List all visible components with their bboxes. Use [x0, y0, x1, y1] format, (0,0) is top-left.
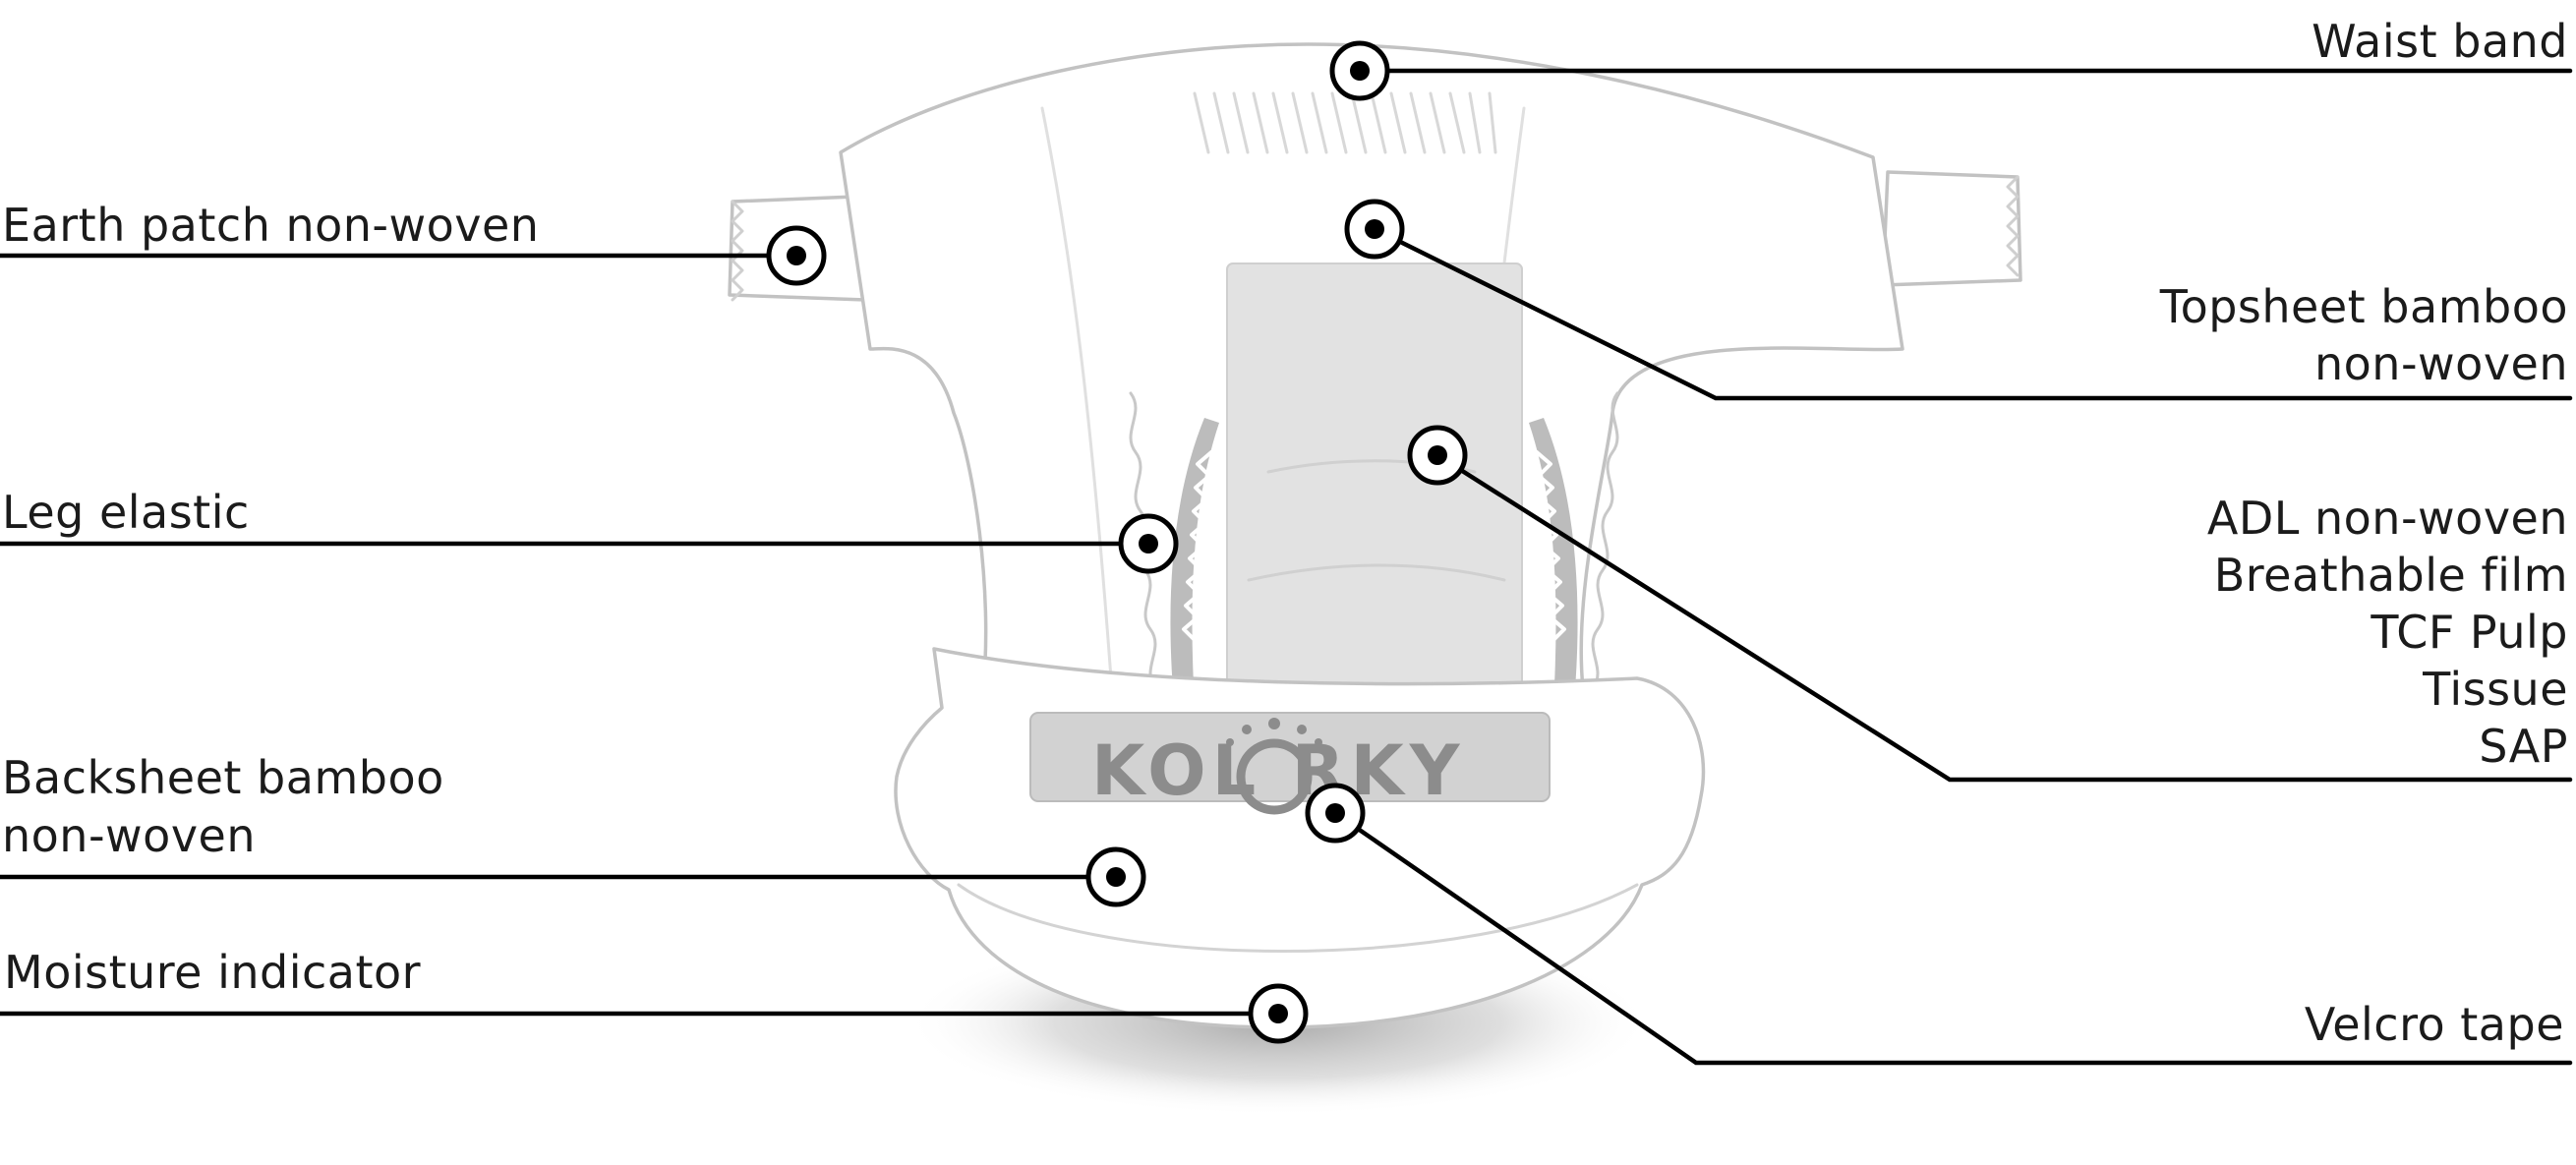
marker-topsheet [1344, 199, 1405, 260]
right-leg-cuff [1529, 418, 1578, 713]
leader-lines [0, 68, 2573, 1066]
label-topsheet-line2: non-woven [2314, 337, 2568, 390]
logo-o-ring [1236, 738, 1313, 815]
logo-sun-dots [1226, 718, 1322, 746]
label-backsheet-line2: non-woven [2, 809, 256, 862]
waist-band-texture [1193, 91, 1497, 154]
marker-waist-band [1329, 40, 1390, 101]
label-backsheet-line1: Backsheet bamboo [2, 751, 444, 804]
diaper-illustration: KOL RKY [728, 42, 2022, 1116]
label-velcro: Velcro tape [2305, 998, 2564, 1051]
marker-earth-patch [766, 225, 827, 286]
labels-left: Earth patch non-woven Leg elastic Backsh… [2, 199, 539, 999]
label-earth-patch: Earth patch non-woven [2, 199, 539, 252]
label-moisture: Moisture indicator [4, 946, 421, 999]
label-core-line1: ADL non-woven [2207, 492, 2568, 545]
label-core-line3: TCF Pulp [2370, 606, 2568, 659]
right-side-tab [1881, 170, 2022, 287]
marker-backsheet [1085, 846, 1146, 907]
label-topsheet-line1: Topsheet bamboo [2159, 280, 2568, 333]
marker-core [1407, 425, 1468, 486]
marker-leg-elastic [1118, 513, 1179, 574]
left-leg-cuff [1170, 418, 1219, 713]
label-core-line5: SAP [2479, 720, 2568, 773]
label-leg-elastic: Leg elastic [2, 486, 250, 539]
label-core-line4: Tissue [2422, 663, 2568, 716]
labels-right: Waist band Topsheet bamboo non-woven ADL… [2159, 15, 2568, 1051]
marker-moisture [1248, 983, 1309, 1044]
marker-velcro [1305, 783, 1366, 844]
label-waist-band: Waist band [2312, 15, 2568, 68]
label-core-line2: Breathable film [2214, 549, 2568, 602]
